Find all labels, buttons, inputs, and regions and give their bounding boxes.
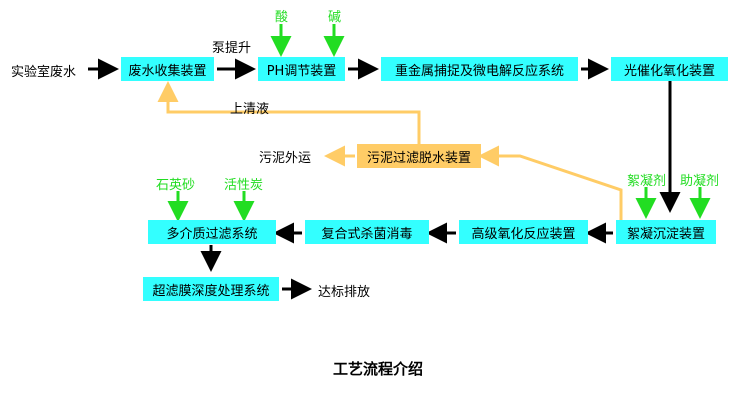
return-supernatant-line [157,81,421,144]
reagent-flocculant-label: 絮凝剂 [627,174,667,189]
discharge-label: 达标排放 [318,285,371,300]
node-flocculation: 絮凝沉淀装置 [616,220,716,244]
node-multimedia-filter: 多介质过滤系统 [148,220,276,244]
node-sludge-dewater: 污泥过滤脱水装置 [357,144,481,168]
reagent-acid-label: 酸 [275,10,289,25]
supernatant-label: 上清液 [230,102,270,117]
reagent-coagulant-aid-label: 助凝剂 [680,174,720,189]
reagent-alkali-label: 碱 [328,10,342,25]
sludge-out-label: 污泥外运 [259,151,312,166]
node-ph-adjust: PH调节装置 [258,57,345,81]
node-sterilization: 复合式杀菌消毒 [305,220,429,244]
diagram-caption: 工艺流程介绍 [332,360,423,378]
node-heavy-metal: 重金属捕捉及微电解反应系统 [381,57,578,81]
node-collection: 废水收集装置 [121,57,214,81]
reagent-activated-carbon-label: 活性炭 [224,178,264,193]
node-photocatalytic: 光催化氧化装置 [611,57,728,81]
pump-label: 泵提升 [212,41,252,56]
node-advanced-oxidation: 高级氧化反应装置 [459,220,588,244]
reagent-quartz-sand-label: 石英砂 [156,178,196,193]
node-ultrafiltration: 超滤膜深度处理系统 [143,277,279,301]
return-sludge-line [478,145,623,221]
source-label: 实验室废水 [11,65,77,80]
